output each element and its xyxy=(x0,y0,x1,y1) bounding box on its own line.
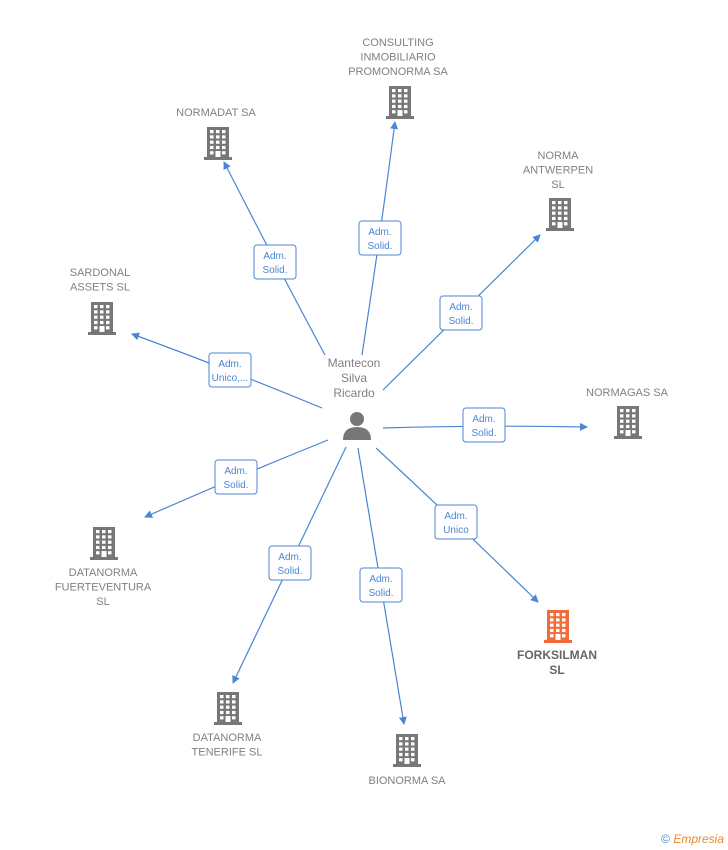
company-name: TENERIFE SL xyxy=(192,747,263,759)
company-name: SL xyxy=(551,179,564,191)
company-name: CONSULTING xyxy=(362,37,433,49)
building-icon xyxy=(204,127,232,160)
relation-text: Solid. xyxy=(367,241,392,252)
edge-forksilman: Adm. Unico xyxy=(375,447,539,603)
person-icon xyxy=(343,412,371,440)
brand-logo[interactable]: Empresia xyxy=(673,832,724,846)
edge-consulting: Adm. Solid. xyxy=(358,121,402,356)
company-name: FORKSILMAN xyxy=(517,648,597,662)
relation-text: Adm. xyxy=(368,227,391,238)
relation-text: Solid. xyxy=(471,428,496,439)
relation-text: Unico xyxy=(443,525,469,536)
company-name: NORMADAT SA xyxy=(176,107,256,119)
company-node-normadat[interactable]: NORMADAT SA xyxy=(176,107,256,160)
building-icon xyxy=(386,86,414,119)
company-name: INMOBILIARIO xyxy=(360,52,436,64)
company-node-datanorma-fuerteventura[interactable]: DATANORMA FUERTEVENTURA SL xyxy=(55,527,152,608)
building-icon xyxy=(88,302,116,335)
company-name: NORMA xyxy=(538,150,580,162)
relation-text: Adm. xyxy=(444,511,467,522)
relation-text: Solid. xyxy=(262,265,287,276)
relation-text: Solid. xyxy=(448,316,473,327)
company-name: SL xyxy=(549,663,564,677)
company-node-sardonal[interactable]: SARDONAL ASSETS SL xyxy=(70,267,131,335)
nodes-layer: CONSULTING INMOBILIARIO PROMONORMA SA NORMA… xyxy=(55,37,669,787)
relation-text: Solid. xyxy=(368,588,393,599)
company-name: ASSETS SL xyxy=(70,282,130,294)
relation-label[interactable]: Adm. Solid. xyxy=(214,459,258,495)
relation-text: Solid. xyxy=(277,566,302,577)
person-name: Ricardo xyxy=(333,386,375,400)
company-name: FUERTEVENTURA xyxy=(55,582,152,594)
company-node-norma-antwerpen[interactable]: NORMA ANTWERPEN SL xyxy=(523,150,593,231)
relation-label[interactable]: Adm. Unico,... xyxy=(208,352,252,388)
footer-credit: © Empresia xyxy=(661,832,724,846)
relation-label[interactable]: Adm. Solid. xyxy=(462,407,506,443)
relation-text: Adm. xyxy=(218,359,241,370)
company-name: SL xyxy=(96,596,109,608)
company-name: ANTWERPEN xyxy=(523,165,593,177)
building-icon xyxy=(393,734,421,767)
edges-layer: Adm. Solid. Adm. Solid. Adm. Solid. Adm. Unico,… xyxy=(131,121,588,725)
relation-label[interactable]: Adm. Solid. xyxy=(358,220,402,256)
relation-text: Adm. xyxy=(472,414,495,425)
building-icon xyxy=(214,692,242,725)
company-name: NORMAGAS SA xyxy=(586,387,669,399)
company-name: PROMONORMA SA xyxy=(348,66,448,78)
edge-datanorma-tenerife: Adm. Solid. xyxy=(232,446,347,684)
edge-normagas: Adm. Solid. xyxy=(382,407,588,443)
building-icon xyxy=(614,406,642,439)
company-name: SARDONAL xyxy=(70,267,131,279)
company-node-normagas[interactable]: NORMAGAS SA xyxy=(586,387,669,439)
building-icon xyxy=(544,610,572,643)
company-node-bionorma[interactable]: BIONORMA SA xyxy=(368,734,446,787)
relation-label[interactable]: Adm. Solid. xyxy=(268,545,312,581)
building-icon xyxy=(546,198,574,231)
company-node-consulting[interactable]: CONSULTING INMOBILIARIO PROMONORMA SA xyxy=(348,37,448,119)
person-name: Mantecon xyxy=(328,356,381,370)
relation-text: Adm. xyxy=(369,574,392,585)
company-name: DATANORMA xyxy=(193,732,262,744)
person-name: Silva xyxy=(341,371,367,385)
building-icon xyxy=(90,527,118,560)
relation-text: Adm. xyxy=(224,466,247,477)
relation-label[interactable]: Adm. Solid. xyxy=(253,244,297,280)
relation-text: Solid. xyxy=(223,480,248,491)
company-name: BIONORMA SA xyxy=(368,775,446,787)
relation-label[interactable]: Adm. Unico xyxy=(434,504,478,540)
edge-datanorma-fuerteventura: Adm. Solid. xyxy=(144,439,329,518)
company-name: DATANORMA xyxy=(69,567,138,579)
edge-normadat: Adm. Solid. xyxy=(223,161,326,356)
relation-text: Adm. xyxy=(278,552,301,563)
relation-text: Adm. xyxy=(449,302,472,313)
company-node-datanorma-tenerife[interactable]: DATANORMA TENERIFE SL xyxy=(192,692,263,759)
relation-text: Unico,... xyxy=(212,373,249,384)
relation-label[interactable]: Adm. Solid. xyxy=(439,295,483,331)
relation-label[interactable]: Adm. Solid. xyxy=(359,567,403,603)
edge-sardonal: Adm. Unico,... xyxy=(131,332,323,409)
edge-norma-antwerpen: Adm. Solid. xyxy=(382,234,541,391)
relation-text: Adm. xyxy=(263,251,286,262)
edge-bionorma: Adm. Solid. xyxy=(357,447,407,725)
copyright-icon: © xyxy=(661,832,670,846)
